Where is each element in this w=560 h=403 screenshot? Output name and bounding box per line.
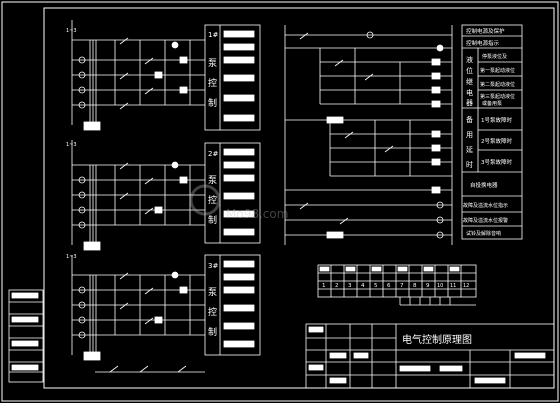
circuit-label-3: 1~3 bbox=[66, 254, 77, 260]
pump-3-char-1: 泵 bbox=[208, 287, 217, 298]
legend-level-relay-char-5: 器 bbox=[466, 99, 473, 107]
pump-1-panel bbox=[204, 24, 261, 131]
pump-2-char-3: 制 bbox=[208, 214, 217, 226]
watermark: Mo98.com bbox=[189, 184, 288, 221]
legend-standby-delay-char-3: 延 bbox=[466, 145, 473, 154]
pump-2-char-2: 控 bbox=[208, 194, 217, 206]
legend-level-relay-char-1: 液 bbox=[466, 55, 473, 64]
legend-power-indicator: 控制电源指示 bbox=[466, 39, 500, 47]
inner-frame bbox=[43, 7, 555, 389]
legend-standby-delay-char-1: 备 bbox=[466, 115, 473, 124]
terminal-2: 2 bbox=[335, 283, 339, 289]
terminal-4: 4 bbox=[361, 283, 365, 289]
legend-pump3-start-level: 第三泵起动液位 bbox=[480, 93, 515, 100]
pump-2-circuit bbox=[71, 140, 205, 251]
legend-self-hold-relay: 自投换电器 bbox=[470, 181, 498, 189]
pump-1-number: 1# bbox=[208, 31, 218, 39]
circuit-label-2: 1~3 bbox=[66, 142, 77, 148]
title-block bbox=[305, 323, 555, 389]
legend-fault-overflow-alarm: 故障及溢流水位报警 bbox=[463, 217, 508, 224]
terminal-8: 8 bbox=[413, 283, 417, 289]
pump-3-char-2: 控 bbox=[208, 306, 217, 318]
terminal-12: 12 bbox=[463, 283, 469, 289]
legend-level-relay-char-2: 位 bbox=[466, 66, 473, 75]
legend-level-relay-char-3: 继 bbox=[466, 77, 473, 86]
legend-pump3-alarm: 或备用泵 bbox=[482, 100, 502, 107]
terminal-5: 5 bbox=[374, 283, 378, 289]
pump-3-panel bbox=[204, 254, 261, 356]
control-legend-table bbox=[461, 24, 523, 240]
terminal-strip bbox=[317, 264, 477, 306]
pump-2-char-1: 泵 bbox=[208, 175, 217, 186]
terminal-10: 10 bbox=[437, 283, 443, 289]
left-revision-block bbox=[8, 289, 44, 383]
legend-pump1-start-level: 第一泵起动液位 bbox=[480, 67, 515, 74]
terminal-7: 7 bbox=[400, 283, 404, 289]
circuit-label-1: 1~3 bbox=[66, 28, 77, 34]
legend-test-alarm-release: 试铃及解除音响 bbox=[466, 230, 501, 237]
pump-1-char-1: 泵 bbox=[208, 58, 217, 69]
terminal-3: 3 bbox=[348, 283, 352, 289]
pump-2-number: 2# bbox=[208, 150, 218, 158]
legend-fault-overflow-indicator: 故障及溢流水位指示 bbox=[463, 202, 508, 209]
legend-standby-delay-char-2: 用 bbox=[466, 131, 473, 139]
legend-pump2-fault: 2号泵故障时 bbox=[481, 137, 512, 145]
legend-level-relay-char-4: 电 bbox=[466, 88, 473, 97]
terminal-9: 9 bbox=[426, 283, 430, 289]
pump-2-panel bbox=[204, 142, 261, 244]
legend-pump2-start-level: 第二泵起动液位 bbox=[480, 81, 515, 88]
terminal-1: 1 bbox=[322, 283, 326, 289]
bottom-switch-row bbox=[95, 365, 205, 373]
pump-3-circuit bbox=[71, 255, 205, 361]
title-block-title: 电气控制原理图 bbox=[402, 333, 472, 346]
pump-1-char-2: 控 bbox=[208, 77, 217, 89]
legend-stop-level: 停泵液位及 bbox=[482, 53, 507, 60]
terminal-6: 6 bbox=[387, 283, 391, 289]
watermark-text: Mo98.com bbox=[226, 207, 288, 221]
pump-3-number: 3# bbox=[208, 262, 218, 270]
main-control-circuit bbox=[284, 25, 453, 245]
legend-standby-delay-char-4: 时 bbox=[466, 160, 473, 169]
pump-3-char-3: 制 bbox=[208, 326, 217, 338]
legend-power-protection: 控制电源及保护 bbox=[466, 27, 505, 35]
terminal-11: 11 bbox=[450, 283, 456, 289]
pump-1-circuit bbox=[71, 20, 205, 131]
legend-pump1-fault: 1号泵故障时 bbox=[481, 116, 512, 124]
pump-1-char-3: 制 bbox=[208, 97, 217, 109]
legend-pump3-fault: 3号泵故障时 bbox=[481, 158, 512, 166]
